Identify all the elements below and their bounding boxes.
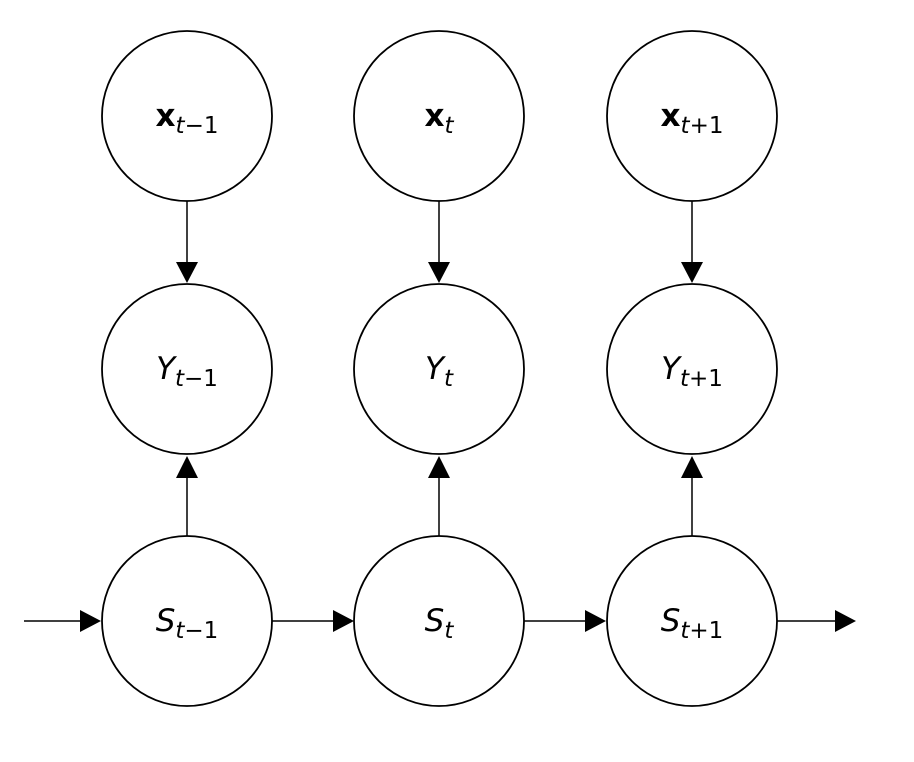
edge-s-next-to-out (777, 610, 856, 632)
node-x-prev-sub-var: t (176, 113, 186, 139)
svg-text:xt−1: xt−1 (156, 98, 219, 139)
node-s-curr-sub-var: t (444, 618, 454, 644)
node-s-curr: St (353, 535, 525, 707)
svg-text:Yt−1: Yt−1 (156, 351, 218, 392)
node-y-prev: Yt−1 (101, 283, 273, 455)
node-y-prev-symbol: Y (156, 351, 177, 387)
edge-s-curr-to-s-next (524, 610, 606, 632)
node-y-prev-sub-offset: −1 (184, 366, 218, 392)
node-x-next: xt+1 (606, 30, 778, 202)
edge-s-next-to-y-next (681, 456, 703, 537)
node-x-next-sub-offset: +1 (690, 113, 724, 139)
node-x-curr-sub-var: t (444, 113, 454, 139)
edge-s-prev-to-s-curr (272, 610, 354, 632)
node-s-next-symbol: S (661, 603, 681, 639)
node-y-next-sub-offset: +1 (689, 366, 723, 392)
node-s-next: St+1 (606, 535, 778, 707)
node-s-curr-symbol: S (425, 603, 445, 639)
node-y-curr-sub-var: t (444, 366, 454, 392)
node-s-prev: St−1 (101, 535, 273, 707)
node-s-next-sub-var: t (680, 618, 690, 644)
node-s-prev-sub-var: t (175, 618, 185, 644)
node-x-prev-symbol: x (156, 98, 176, 134)
node-s-next-sub-offset: +1 (689, 618, 723, 644)
svg-text:Yt+1: Yt+1 (661, 351, 723, 392)
svg-text:St: St (425, 603, 455, 644)
node-x-prev-sub-offset: −1 (185, 113, 219, 139)
edge-x-next-to-y-next (681, 201, 703, 283)
node-y-prev-sub-var: t (175, 366, 185, 392)
edge-s-prev-to-y-prev (176, 456, 198, 537)
svg-text:xt: xt (424, 98, 454, 139)
svg-text:Yt: Yt (425, 351, 454, 392)
node-y-next: Yt+1 (606, 283, 778, 455)
node-y-next-symbol: Y (661, 351, 682, 387)
node-y-curr-symbol: Y (425, 351, 446, 387)
node-y-next-sub-var: t (680, 366, 690, 392)
svg-text:St−1: St−1 (156, 603, 219, 644)
node-x-curr-symbol: x (424, 98, 444, 134)
node-x-next-sub-var: t (681, 113, 691, 139)
node-x-curr: xt (353, 30, 525, 202)
svg-text:St+1: St+1 (661, 603, 724, 644)
node-x-next-symbol: x (661, 98, 681, 134)
svg-text:xt+1: xt+1 (661, 98, 724, 139)
node-y-curr: Yt (353, 283, 525, 455)
node-x-prev: xt−1 (101, 30, 273, 202)
edge-x-curr-to-y-curr (428, 201, 450, 283)
edge-x-prev-to-y-prev (176, 201, 198, 283)
edge-in-to-s-prev (24, 610, 101, 632)
node-s-prev-sub-offset: −1 (184, 618, 218, 644)
edge-s-curr-to-y-curr (428, 456, 450, 537)
node-s-prev-symbol: S (156, 603, 176, 639)
